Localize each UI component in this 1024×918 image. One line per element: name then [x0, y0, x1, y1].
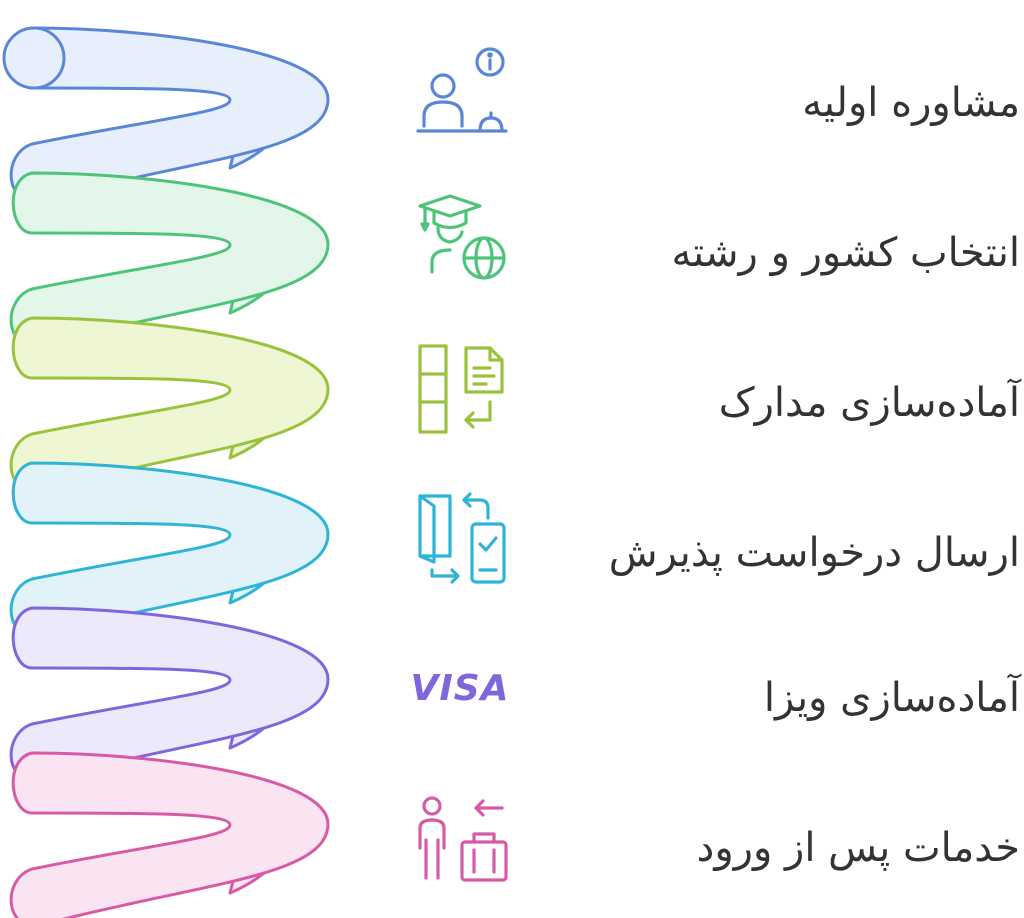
spiral-front-ribbon-2	[9, 171, 330, 347]
spiral-front-ribbon-5	[9, 606, 330, 782]
traveler-luggage-icon	[418, 796, 508, 882]
graduate-globe-icon	[418, 194, 506, 280]
spiral-front-ribbon-1	[9, 26, 330, 202]
consultant-info-icon	[416, 47, 508, 133]
step-6-label: خدمات پس از ورود	[696, 825, 1020, 871]
step-1-icon-wrap	[410, 40, 510, 140]
step-2-icon-wrap	[410, 190, 510, 290]
documents-icon	[418, 344, 504, 434]
step-2-label: انتخاب کشور و رشته	[671, 230, 1021, 276]
step-3-label: آماده‌سازی مدارک	[718, 380, 1020, 426]
step-6-icon-wrap	[410, 790, 510, 890]
spiral-segment-4	[9, 461, 330, 637]
spiral-segment-5	[9, 606, 330, 782]
visa-icon: VISA	[410, 668, 509, 709]
step-4-label: ارسال درخواست پذیرش	[608, 530, 1020, 576]
spiral-coil	[2, 26, 330, 918]
spiral-segment-3	[9, 316, 330, 492]
step-4-icon-wrap	[410, 490, 510, 590]
submit-application-icon	[418, 492, 506, 584]
step-5-label: آماده‌سازی ویزا	[763, 675, 1020, 721]
spiral-front-ribbon-4	[9, 461, 330, 637]
spiral-front-ribbon-6	[9, 751, 330, 918]
step-3-icon-wrap	[410, 340, 510, 440]
spiral-front-ribbon-3	[9, 316, 330, 492]
step-1-label: مشاوره اولیه	[802, 80, 1020, 126]
spiral-top-opening	[2, 26, 66, 90]
spiral-segment-1	[9, 26, 330, 202]
step-5-icon-wrap: VISA	[410, 638, 510, 738]
visa-icon-text: VISA	[410, 668, 509, 709]
spiral-segment-6	[9, 751, 330, 918]
spiral-segment-2	[9, 171, 330, 347]
